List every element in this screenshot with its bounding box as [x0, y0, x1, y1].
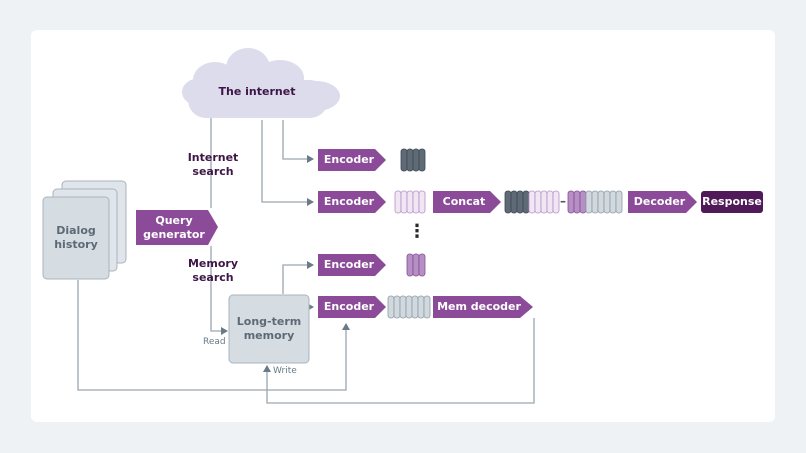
token-block: [591, 190, 599, 214]
internet-search-label: Internet search: [187, 151, 239, 178]
decoder-label: Decoder: [633, 195, 686, 208]
cloud-internet: [182, 48, 340, 118]
arrow-dialog-to-encoder-4: [77, 280, 350, 391]
encoder-4-label: Encoder: [323, 300, 375, 313]
tokens-concat-purple: [567, 190, 587, 214]
token-block: [411, 295, 419, 319]
tokens-concat-slate: [504, 190, 530, 214]
token-block: [412, 190, 420, 214]
tokens-encoder-2: [394, 190, 426, 214]
decoder-shape: [628, 191, 697, 213]
token-block: [418, 253, 426, 277]
tokens-concat-gray: [585, 190, 623, 214]
token-block: [528, 190, 536, 214]
read-label: Read: [203, 337, 226, 347]
token-block: [387, 295, 395, 319]
arrow-memory-to-encoder-3: [282, 261, 314, 294]
concat-label: Concat: [442, 195, 486, 208]
encoder-1-shape: [318, 149, 386, 171]
token-block: [597, 190, 605, 214]
token-block: [412, 148, 420, 172]
mem-decoder-label: Mem decoder: [437, 300, 521, 313]
token-block: [406, 148, 414, 172]
memory-box: [228, 294, 310, 364]
token-block: [406, 253, 414, 277]
arrow-query-to-memory: [210, 246, 228, 335]
token-block: [579, 190, 587, 214]
token-block: [573, 190, 581, 214]
write-label: Write: [273, 366, 297, 376]
dialog-history-label: Dialog history: [54, 224, 98, 251]
token-block: [516, 190, 524, 214]
tokens-concat-pale: [528, 190, 560, 214]
token-block: [609, 190, 617, 214]
encoder-2-label: Encoder: [323, 195, 375, 208]
encoder-3-label: Encoder: [323, 258, 375, 271]
response-label: Response: [702, 195, 762, 208]
token-block: [400, 190, 408, 214]
token-block: [540, 190, 548, 214]
token-block: [552, 190, 560, 214]
response-shape: [701, 191, 763, 213]
token-block: [522, 190, 530, 214]
token-block: [394, 190, 402, 214]
query-generator-shape: [136, 210, 218, 245]
arrow-internet-to-encoder-1: [282, 120, 314, 163]
token-block: [399, 295, 407, 319]
arrow-memdecoder-write: [263, 318, 535, 404]
memory-search-label: Memory search: [187, 257, 239, 284]
arrow-internet-to-encoder-2: [261, 120, 314, 206]
token-block: [504, 190, 512, 214]
concat-dash: –: [560, 194, 566, 208]
pill-shapes: [136, 149, 763, 318]
token-block: [423, 295, 431, 319]
token-block: [534, 190, 542, 214]
encoder-4-shape: [318, 296, 386, 318]
token-block: [585, 190, 593, 214]
tokens-encoder-3: [406, 253, 426, 277]
tokens-encoder-1: [400, 148, 426, 172]
token-block: [615, 190, 623, 214]
token-block: [412, 253, 420, 277]
internet-label: The internet: [218, 85, 296, 98]
token-blocks: [387, 148, 623, 319]
token-block: [417, 295, 425, 319]
ellipsis-vertical: ⋮: [408, 221, 426, 242]
long-term-memory-label: Long-term memory: [236, 315, 302, 342]
token-block: [400, 148, 408, 172]
tokens-encoder-4: [387, 295, 431, 319]
encoder-1-label: Encoder: [323, 153, 375, 166]
token-block: [603, 190, 611, 214]
token-block: [546, 190, 554, 214]
token-block: [567, 190, 575, 214]
mem-decoder-shape: [433, 296, 533, 318]
query-generator-label: Query generator: [143, 213, 205, 241]
encoder-2-shape: [318, 191, 386, 213]
token-block: [405, 295, 413, 319]
dialog-stack: [42, 180, 127, 280]
token-block: [510, 190, 518, 214]
token-block: [406, 190, 414, 214]
concat-shape: [433, 191, 501, 213]
token-block: [418, 190, 426, 214]
connector-lines: [77, 101, 535, 404]
token-block: [393, 295, 401, 319]
token-block: [418, 148, 426, 172]
encoder-3-shape: [318, 254, 386, 276]
